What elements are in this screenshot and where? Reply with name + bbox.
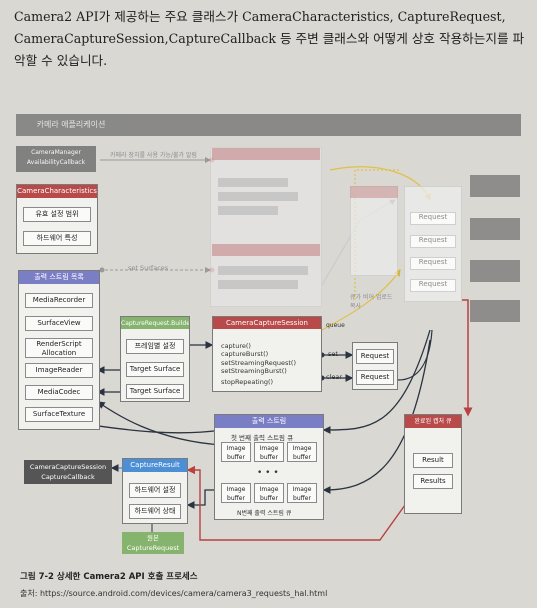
faded-line-3: [218, 206, 278, 215]
session-method-capture-burst: captureBurst(): [221, 350, 269, 358]
completed-capture-queue-title: 완료된 캡처 큐: [405, 415, 461, 428]
original-request-box: 원본 CaptureRequest: [122, 532, 184, 554]
capture-result-box: CaptureResult 하드웨어 설정 하드웨어 상태: [122, 458, 188, 524]
output-stream-item-5: MediaCodec: [25, 385, 93, 400]
application-bar-label: 카메라 애플리케이션: [36, 120, 106, 129]
faded-request-2: Request: [410, 235, 456, 248]
session-callback-box: CameraCaptureSession CaptureCallback: [24, 460, 112, 484]
edge-label-set: set: [328, 350, 338, 358]
original-request-label: 원본 CaptureRequest: [126, 534, 180, 552]
nth-queue-buffer-2: Image buffer: [254, 483, 284, 503]
queue-ellipsis: • • •: [257, 468, 279, 478]
pending-requests-box: Request Request: [352, 342, 398, 390]
output-stream-list-box: 출력 스트림 목록 MediaRecorder SurfaceView Rend…: [18, 270, 100, 430]
faded-line-4: [218, 266, 308, 275]
intro-line-3: 악할 수 있습니다.: [14, 53, 108, 68]
output-stream-item-6: SurfaceTexture: [25, 407, 93, 422]
session-callback-label: CameraCaptureSession CaptureCallback: [29, 463, 107, 481]
capture-session-title: CameraCaptureSession: [213, 317, 321, 329]
intro-line-2: CameraCaptureSession,CaptureCallback 등 주…: [14, 31, 525, 46]
camera-manager-box: CameraManager AvailabilityCallback: [16, 146, 96, 172]
figure-source: 출처: https://source.android.com/devices/c…: [20, 589, 328, 598]
edge-label-merge: 큐가 비어 업로드 복사: [350, 294, 393, 310]
output-stream-item-2: SurfaceView: [25, 316, 93, 331]
faded-header-1: [212, 148, 320, 160]
builder-item-target-surface-1: Target Surface: [126, 362, 184, 377]
first-queue-buffer-1: Image buffer: [221, 442, 251, 462]
output-stream-item-4: ImageReader: [25, 363, 93, 378]
faded-requests-header: [350, 186, 398, 198]
intro-line-1: Camera2 API가 제공하는 주요 클래스가 CameraCharacte…: [14, 9, 506, 24]
completed-capture-queue-box: 완료된 캡처 큐 Result Results: [404, 414, 462, 514]
nth-queue-buffer-1: Image buffer: [221, 483, 251, 503]
faded-request-4: Request: [410, 279, 456, 292]
builder-item-frame-settings: 프레임별 설정: [126, 339, 184, 354]
camera-manager-note: 카메라 장치를 사용 가능/불가 알림: [110, 152, 197, 159]
first-output-queue-label: 첫 번째 출력 스트림 큐: [231, 434, 294, 442]
figure-caption: 그림 7-2 상세한 Camera2 API 호출 프로세스: [20, 572, 198, 582]
session-method-stop-repeating: stopRepeating(): [221, 378, 274, 386]
output-stream-item-1: MediaRecorder: [25, 293, 93, 308]
capture-result-title: CaptureResult: [123, 459, 187, 472]
camera-manager-label: CameraManager AvailabilityCallback: [26, 149, 86, 166]
camera-characteristics-item-2: 하드웨어 특성: [23, 231, 91, 246]
capture-result-item-1: 하드웨어 설정: [129, 483, 181, 498]
camera-characteristics-title: CameraCharacteristics: [17, 185, 97, 198]
edge-label-set-surfaces: set Surfaces: [128, 264, 169, 272]
faded-line-2: [218, 192, 298, 201]
pending-request-2: Request: [356, 370, 394, 385]
camera-characteristics-item-1: 유효 설정 범위: [23, 207, 91, 222]
completed-result-1: Result: [413, 453, 453, 468]
capture-request-builder-box: CaptureRequest.Builder 프레임별 설정 Target Su…: [120, 316, 190, 402]
session-method-capture: capture(): [221, 342, 251, 350]
edge-label-queue: queue: [326, 322, 345, 329]
capture-request-builder-title: CaptureRequest.Builder: [121, 317, 189, 329]
session-method-set-streaming-burst: setStreamingBurst(): [221, 367, 287, 375]
camera-characteristics-box: CameraCharacteristics 유효 설정 범위 하드웨어 특성: [16, 184, 98, 254]
output-stream-queue-box: 출력 스트림 첫 번째 출력 스트림 큐 Image buffer Image …: [214, 414, 324, 520]
session-method-set-streaming-request: setStreamingRequest(): [221, 359, 296, 367]
output-stream-item-3: RenderScript Allocation: [25, 338, 93, 358]
faded-request-3: Request: [410, 257, 456, 270]
builder-item-target-surface-2: Target Surface: [126, 384, 184, 399]
nth-queue-buffer-3: Image buffer: [287, 483, 317, 503]
edge-label-clear: clear: [326, 373, 343, 381]
capture-session-box: CameraCaptureSession capture() captureBu…: [212, 316, 322, 392]
faded-line-1: [218, 178, 288, 187]
intro-paragraph: Camera2 API가 제공하는 주요 클래스가 CameraCharacte…: [14, 6, 529, 72]
faded-header-2: [212, 244, 320, 256]
faded-hardware-4: [470, 300, 520, 322]
output-stream-queue-title: 출력 스트림: [215, 415, 323, 428]
faded-line-5: [218, 280, 298, 289]
first-queue-buffer-2: Image buffer: [254, 442, 284, 462]
output-stream-list-title: 출력 스트림 목록: [19, 271, 99, 284]
capture-result-item-2: 하드웨어 상태: [129, 504, 181, 519]
faded-hardware-1: [470, 175, 520, 197]
first-queue-buffer-3: Image buffer: [287, 442, 317, 462]
faded-request-1: Request: [410, 212, 456, 225]
pending-request-1: Request: [356, 349, 394, 364]
application-bar: 카메라 애플리케이션: [16, 114, 521, 136]
completed-result-2: Results: [413, 474, 453, 489]
faded-hardware-3: [470, 260, 520, 282]
nth-output-queue-label: N번째 출력 스트림 큐: [237, 510, 292, 517]
faded-requests-column: [350, 186, 398, 276]
faded-hardware-2: [470, 218, 520, 240]
